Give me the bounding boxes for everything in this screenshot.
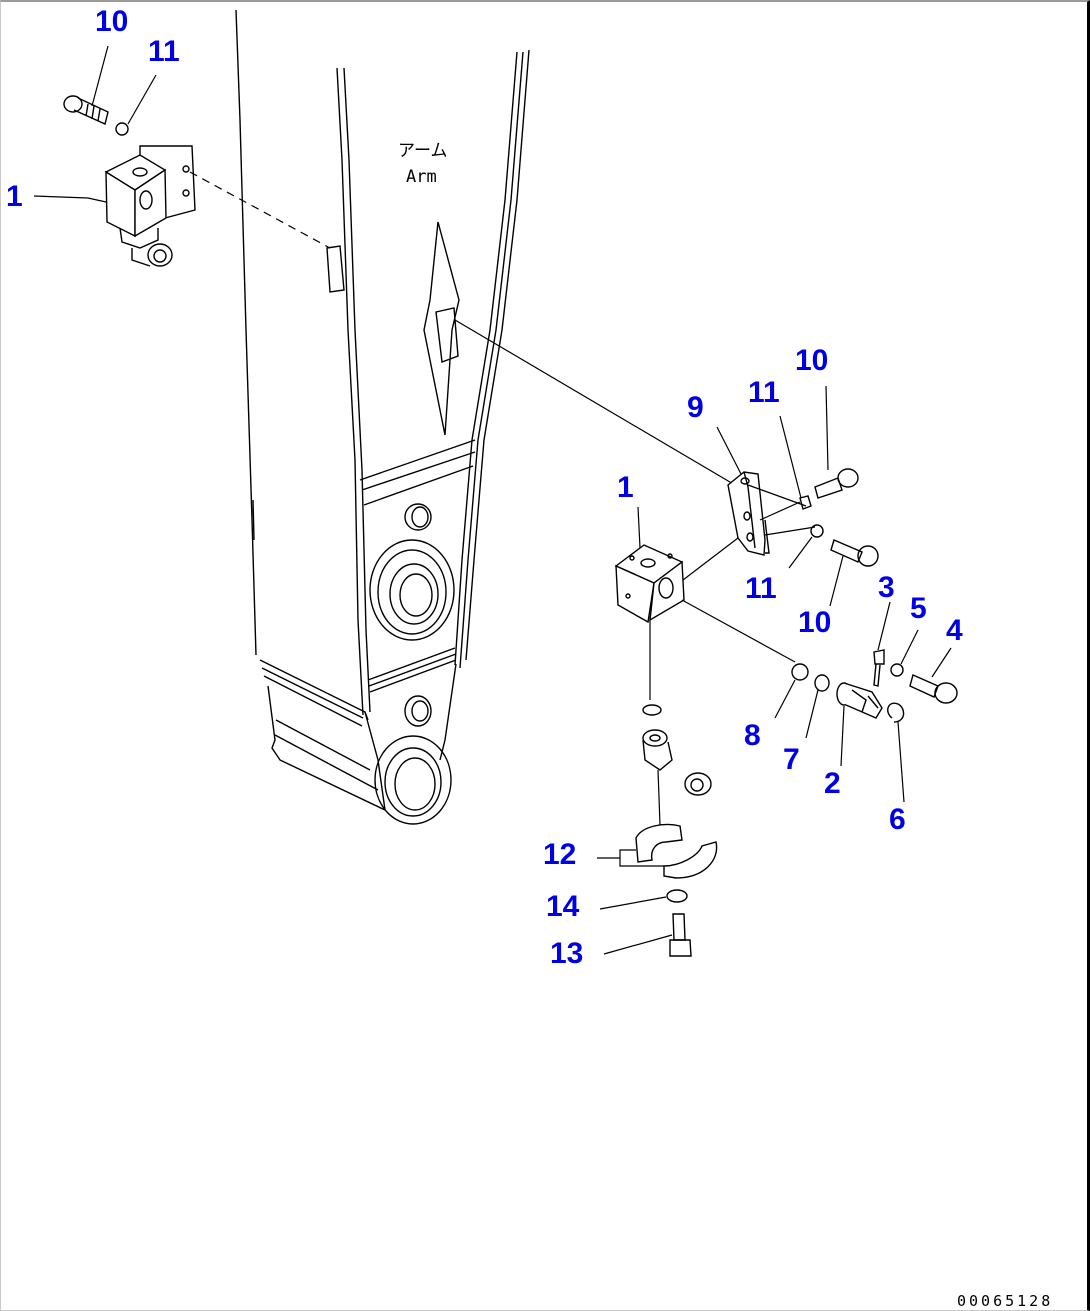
callout-10-right-upper: 10 xyxy=(795,344,828,377)
arm-label-jp: アーム xyxy=(398,141,447,161)
leader-9 xyxy=(716,426,742,475)
oring-8 xyxy=(791,663,809,681)
bolt-10-top xyxy=(63,95,109,125)
washer-14 xyxy=(666,889,688,903)
leader-3 xyxy=(877,601,891,651)
leader-10-lower xyxy=(829,555,844,607)
leader-5 xyxy=(900,629,919,665)
leader-1-top xyxy=(33,195,107,203)
link-bracket-washer xyxy=(747,484,807,507)
leader-7 xyxy=(805,689,819,739)
leader-13 xyxy=(603,934,673,955)
arm-label-en: Arm xyxy=(406,167,437,187)
callout-10-top: 10 xyxy=(95,5,128,38)
mount-line xyxy=(454,319,736,486)
callout-1-right: 1 xyxy=(617,471,634,504)
callout-11-right-upper: 11 xyxy=(748,376,780,409)
elbow-fitting xyxy=(642,729,673,771)
washer-11-right-upper xyxy=(799,495,812,510)
link-block-oring xyxy=(681,599,796,663)
leader-12 xyxy=(597,849,664,867)
callout-2: 2 xyxy=(824,767,841,800)
callout-14: 14 xyxy=(546,890,580,923)
washer-11-top xyxy=(115,122,129,136)
callout-7: 7 xyxy=(783,743,800,776)
leader-14 xyxy=(599,896,667,910)
callout-11-top: 11 xyxy=(148,35,180,68)
snap-ring-6 xyxy=(887,702,905,723)
leader-8 xyxy=(774,679,796,719)
callout-4: 4 xyxy=(946,614,963,647)
oring-lower xyxy=(642,704,662,716)
leader-11-upper xyxy=(779,415,802,499)
split-clamp-12 xyxy=(635,823,718,879)
link-bracket-bolts xyxy=(759,501,816,536)
leader-2 xyxy=(840,705,845,767)
bolt-4 xyxy=(909,674,958,704)
washer-11-right-lower xyxy=(810,524,824,538)
callout-5: 5 xyxy=(910,592,927,625)
link-block-bracket xyxy=(682,537,739,581)
callout-13: 13 xyxy=(550,937,583,970)
arm-body xyxy=(235,9,530,825)
leader-10-upper xyxy=(825,385,829,471)
bolt-13 xyxy=(669,913,692,957)
washer-5 xyxy=(890,663,904,677)
callout-9: 9 xyxy=(687,391,704,424)
callout-10-right-lower: 10 xyxy=(798,606,831,639)
valve-block-assembly-top xyxy=(63,95,331,267)
figure-id: 00065128 xyxy=(957,1292,1053,1310)
callout-3: 3 xyxy=(878,571,895,604)
leader-10-top xyxy=(91,45,109,107)
bolt-10-right-upper xyxy=(814,468,859,499)
leader-11-lower xyxy=(788,536,813,569)
arm-tag xyxy=(326,245,345,293)
leader-6 xyxy=(897,721,905,803)
leader-11-top xyxy=(127,74,157,125)
bolt-10-right-lower xyxy=(830,539,879,567)
callout-11-right-lower: 11 xyxy=(745,572,777,605)
leader-1-right xyxy=(637,506,641,549)
screw-3 xyxy=(873,649,885,687)
callout-6: 6 xyxy=(889,803,906,836)
valve-block-right xyxy=(614,544,685,624)
mounting-plate xyxy=(423,221,460,436)
sensor-2 xyxy=(836,682,883,719)
callout-8: 8 xyxy=(744,719,761,752)
nut xyxy=(684,772,712,796)
leader-4 xyxy=(931,647,952,678)
oring-7 xyxy=(814,674,830,692)
callout-1-top: 1 xyxy=(6,180,23,213)
callout-12: 12 xyxy=(543,838,576,871)
link-fitting-clamp xyxy=(657,769,661,826)
bracket-9 xyxy=(727,471,770,556)
